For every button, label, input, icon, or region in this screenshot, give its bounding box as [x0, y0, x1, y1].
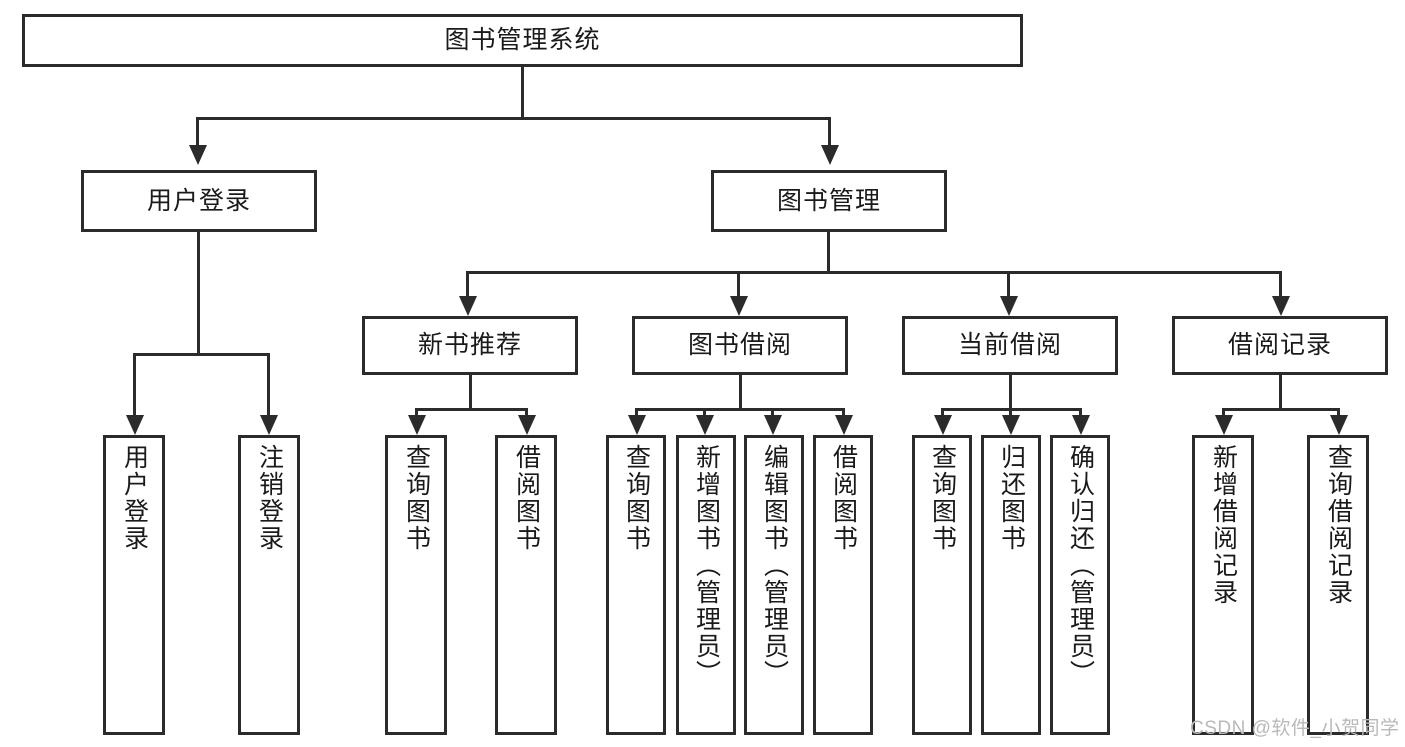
- node-user-login-label: 用户登录: [146, 186, 251, 215]
- connector-borrow-record-drop-1: [1222, 408, 1225, 417]
- leaf-return-book[interactable]: 归还图书: [981, 435, 1041, 735]
- connector-root-drop-1: [196, 117, 199, 145]
- arrow-to-borrow-record: [1272, 296, 1290, 316]
- node-root-label: 图书管理系统: [444, 26, 601, 55]
- connector-root-bus: [196, 117, 831, 120]
- leaf-borrow-query-book-label: 查询图书: [622, 444, 651, 552]
- arrow-to-leaf-logout: [260, 415, 278, 435]
- connector-book-manage-drop-2: [737, 271, 740, 296]
- connector-current-borrow-drop-3: [1079, 408, 1082, 417]
- leaf-add-record-label: 新增借阅记录: [1209, 444, 1238, 606]
- arrow-to-leaf-query-record: [1330, 415, 1348, 435]
- connector-book-borrow-drop-1: [635, 408, 638, 417]
- connector-user-login-bus: [133, 353, 270, 356]
- arrow-root-to-user-login: [189, 145, 207, 165]
- connector-book-borrow-drop-2: [703, 408, 706, 417]
- arrow-to-leaf-edit-book: [764, 415, 782, 435]
- connector-book-borrow-bus: [635, 408, 845, 411]
- leaf-logout[interactable]: 注销登录: [238, 435, 300, 735]
- leaf-new-book-query-label: 查询图书: [402, 444, 431, 552]
- leaf-edit-book-label: 编辑图书（管理员）: [760, 444, 789, 687]
- connector-book-manage-drop-1: [466, 271, 469, 296]
- leaf-current-query-book[interactable]: 查询图书: [912, 435, 972, 735]
- node-book-manage[interactable]: 图书管理: [711, 170, 947, 232]
- arrow-to-book-borrow: [730, 296, 748, 316]
- connector-new-book-drop-1: [415, 408, 418, 417]
- node-current-borrow[interactable]: 当前借阅: [902, 316, 1118, 375]
- arrow-to-leaf-query-book-1: [408, 415, 426, 435]
- connector-book-borrow-drop-4: [842, 408, 845, 417]
- leaf-current-query-book-label: 查询图书: [928, 444, 957, 552]
- node-borrow-record[interactable]: 借阅记录: [1172, 316, 1388, 375]
- connector-borrow-record-drop-2: [1337, 408, 1340, 417]
- connector-root-drop-2: [828, 117, 831, 145]
- node-new-book[interactable]: 新书推荐: [362, 316, 578, 375]
- connector-user-login-drop-2: [267, 353, 270, 415]
- leaf-edit-book[interactable]: 编辑图书（管理员）: [744, 435, 804, 735]
- connector-new-book-stem: [469, 375, 472, 408]
- arrow-to-leaf-query-book-3: [934, 415, 952, 435]
- node-book-manage-label: 图书管理: [776, 186, 881, 215]
- node-user-login[interactable]: 用户登录: [81, 170, 317, 232]
- connector-current-borrow-stem: [1009, 375, 1012, 408]
- connector-user-login-stem: [197, 232, 200, 353]
- leaf-user-login-label: 用户登录: [120, 444, 149, 552]
- leaf-query-record-label: 查询借阅记录: [1324, 444, 1353, 606]
- node-borrow-record-label: 借阅记录: [1227, 331, 1332, 360]
- node-new-book-label: 新书推荐: [417, 331, 522, 360]
- arrow-to-current-borrow: [1000, 296, 1018, 316]
- leaf-new-book-borrow-label: 借阅图书: [512, 444, 541, 552]
- connector-book-manage-stem: [827, 232, 830, 271]
- connector-current-borrow-drop-2: [1009, 408, 1012, 417]
- arrow-to-leaf-borrow-book-1: [518, 415, 536, 435]
- arrow-to-leaf-borrow-book-2: [835, 415, 853, 435]
- leaf-add-record[interactable]: 新增借阅记录: [1192, 435, 1254, 735]
- arrow-to-leaf-query-book-2: [628, 415, 646, 435]
- leaf-confirm-return[interactable]: 确认归还（管理员）: [1050, 435, 1110, 735]
- node-current-borrow-label: 当前借阅: [957, 331, 1062, 360]
- connector-book-manage-drop-4: [1279, 271, 1282, 296]
- connector-new-book-bus: [415, 408, 528, 411]
- node-root[interactable]: 图书管理系统: [22, 14, 1023, 67]
- leaf-add-book[interactable]: 新增图书（管理员）: [676, 435, 736, 735]
- connector-new-book-drop-2: [525, 408, 528, 417]
- arrow-to-leaf-return-book: [1002, 415, 1020, 435]
- node-book-borrow-label: 图书借阅: [687, 331, 792, 360]
- leaf-logout-label: 注销登录: [255, 444, 284, 552]
- arrow-root-to-book-manage: [821, 145, 839, 165]
- arrow-to-leaf-user-login: [126, 415, 144, 435]
- leaf-return-book-label: 归还图书: [997, 444, 1026, 552]
- node-book-borrow[interactable]: 图书借阅: [632, 316, 848, 375]
- connector-user-login-drop-1: [133, 353, 136, 415]
- leaf-borrow-book-label: 借阅图书: [829, 444, 858, 552]
- connector-book-manage-bus: [466, 271, 1282, 274]
- arrow-to-leaf-add-record: [1215, 415, 1233, 435]
- leaf-borrow-book[interactable]: 借阅图书: [813, 435, 873, 735]
- leaf-new-book-borrow[interactable]: 借阅图书: [495, 435, 557, 735]
- connector-book-borrow-stem: [739, 375, 742, 408]
- leaf-new-book-query[interactable]: 查询图书: [385, 435, 447, 735]
- leaf-confirm-return-label: 确认归还（管理员）: [1066, 444, 1095, 687]
- leaf-query-record[interactable]: 查询借阅记录: [1307, 435, 1369, 735]
- connector-borrow-record-stem: [1279, 375, 1282, 408]
- arrow-to-leaf-confirm-return: [1072, 415, 1090, 435]
- connector-borrow-record-bus: [1222, 408, 1340, 411]
- connector-book-manage-drop-3: [1007, 271, 1010, 296]
- leaf-add-book-label: 新增图书（管理员）: [692, 444, 721, 687]
- arrow-to-new-book: [459, 296, 477, 316]
- leaf-user-login[interactable]: 用户登录: [103, 435, 165, 735]
- arrow-to-leaf-add-book: [696, 415, 714, 435]
- connector-root-stem: [521, 67, 524, 117]
- connector-book-borrow-drop-3: [771, 408, 774, 417]
- leaf-borrow-query-book[interactable]: 查询图书: [606, 435, 666, 735]
- connector-current-borrow-drop-1: [941, 408, 944, 417]
